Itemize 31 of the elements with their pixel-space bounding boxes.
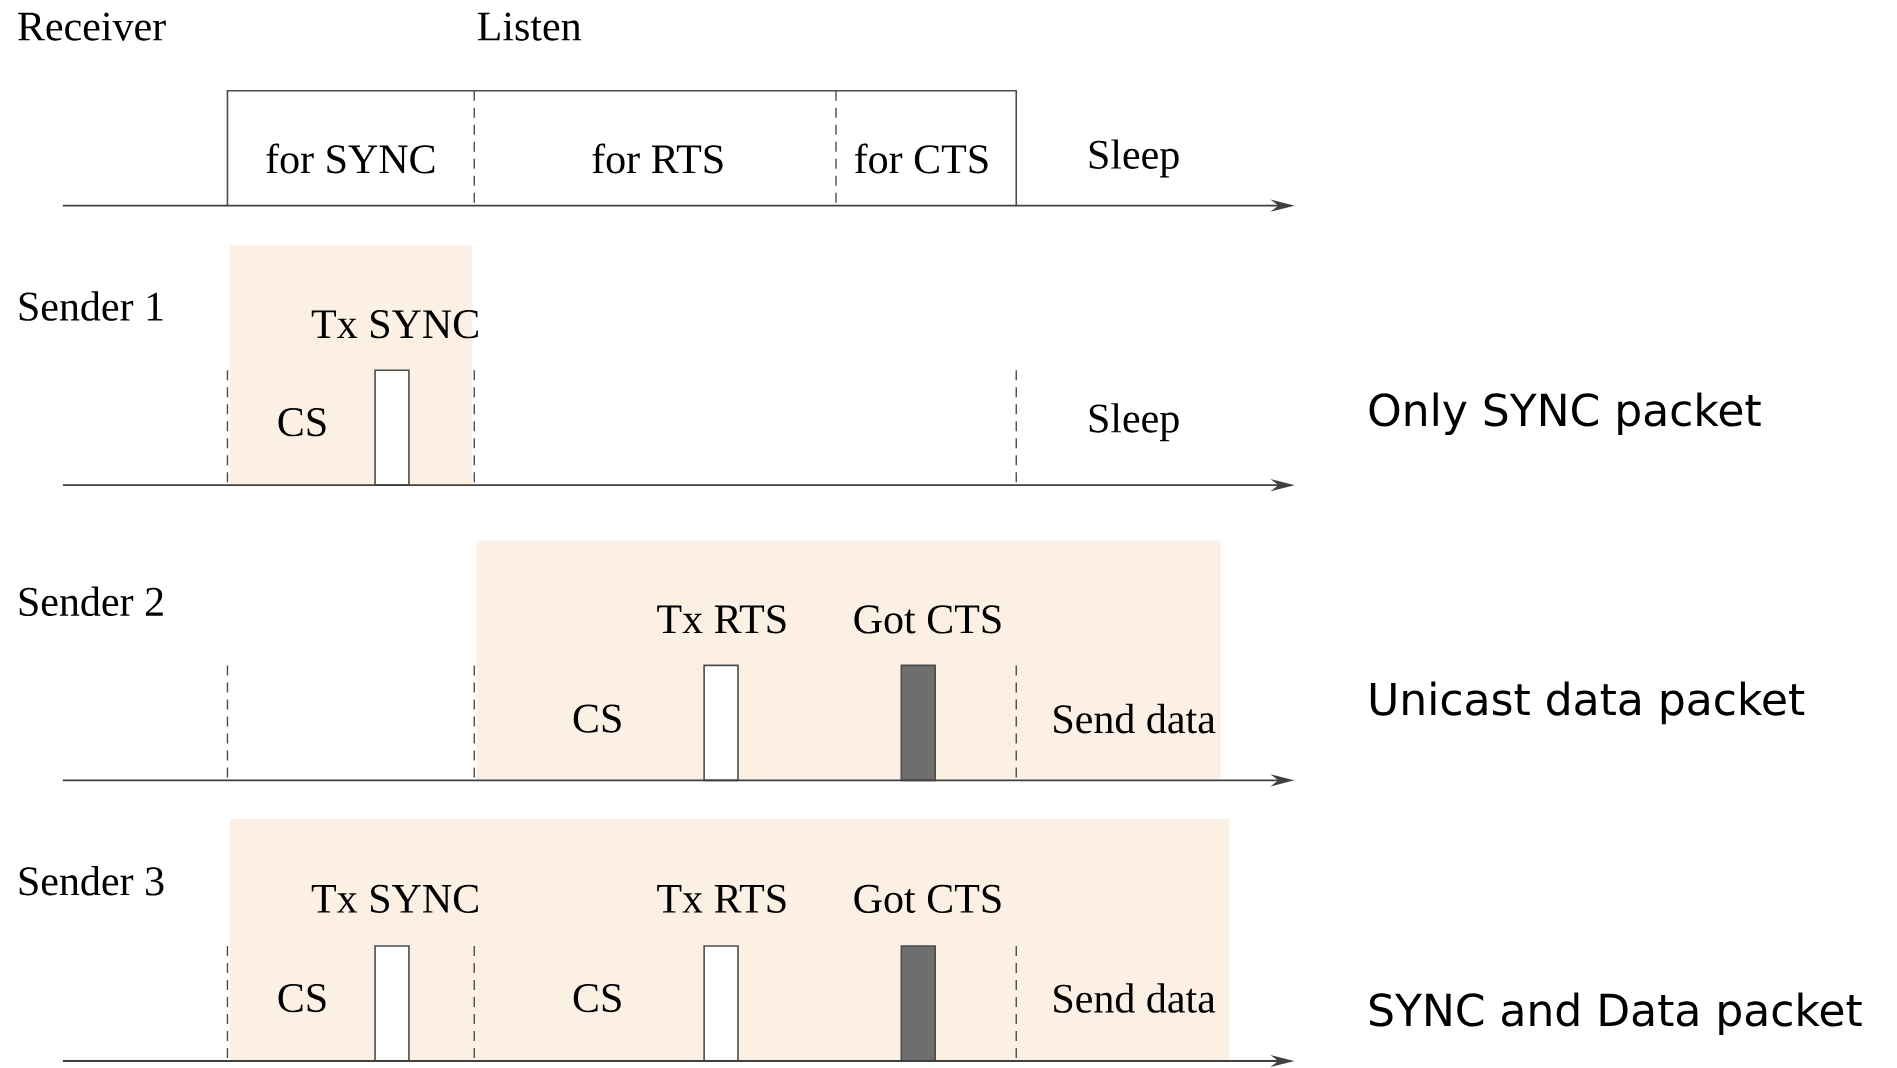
timeline-label: Listen xyxy=(477,12,581,41)
slot-label: Got CTS xyxy=(854,605,1001,634)
timeline-label: Receiver xyxy=(18,12,166,41)
case-label: Only SYNC packet xyxy=(1369,392,1761,435)
case-label: Unicast data packet xyxy=(1370,681,1805,725)
slot-label: CS xyxy=(278,983,326,1013)
case-label: SYNC and Data packet xyxy=(1369,992,1862,1035)
packet-bar xyxy=(703,945,739,1062)
slot-label: CS xyxy=(573,704,621,733)
interval-box: for RTS xyxy=(473,89,837,174)
packet-bar xyxy=(374,369,410,486)
timeline-label: Sender 1 xyxy=(19,291,163,321)
slot-label: Got CTS xyxy=(854,884,1001,913)
packet-bar xyxy=(703,664,739,781)
slot-label: Tx RTS xyxy=(657,884,786,913)
packet-bar xyxy=(900,664,936,781)
slot-label: Tx SYNC xyxy=(311,309,478,339)
timeline-label: Sender 2 xyxy=(19,586,163,616)
packet-bar xyxy=(374,945,410,1062)
slot-label: Send data xyxy=(1054,703,1216,734)
slot-label: Tx RTS xyxy=(657,605,786,634)
slot-label: CS xyxy=(573,983,621,1013)
slot-label: Tx SYNC xyxy=(311,884,478,913)
timeline-label: Sender 3 xyxy=(19,865,164,896)
slot-label: Send data xyxy=(1054,983,1216,1013)
packet-bar xyxy=(900,945,936,1062)
interval-box: for CTS xyxy=(835,89,1018,207)
slot-label: CS xyxy=(278,407,326,437)
timeline-label: Sleep xyxy=(1089,139,1179,178)
interval-box: for SYNC xyxy=(226,89,476,207)
timeline-label: Sleep xyxy=(1089,403,1179,442)
